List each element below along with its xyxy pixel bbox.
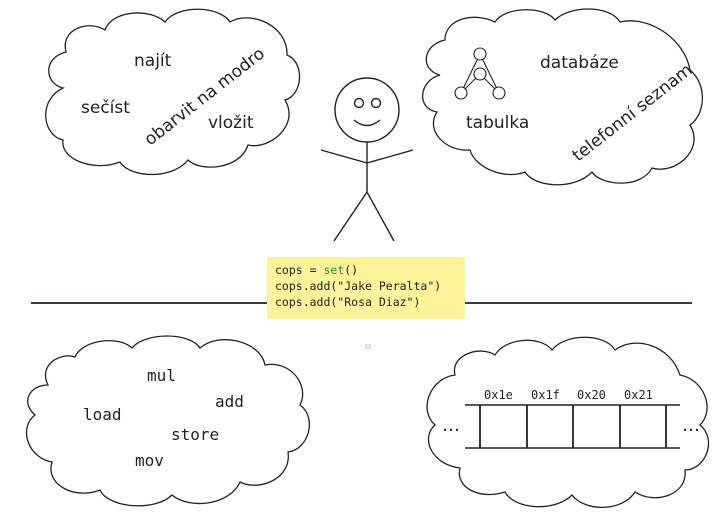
cloud-bottom-left-outline: [25, 335, 310, 507]
memory-strip: [465, 404, 680, 449]
cloud-word-add: add: [215, 392, 244, 411]
code-line-1-var: cops =: [275, 263, 324, 277]
cloud-top-right-outline: [421, 8, 703, 186]
cloud-word-mov: mov: [135, 451, 164, 470]
code-line-1: cops = set(): [275, 263, 358, 277]
cloud-word-load: load: [83, 405, 122, 424]
cloud-word-telefonni-seznam: telefonní seznam: [569, 60, 697, 166]
cloud-bottom-right-outline: [426, 336, 710, 509]
cloud-word-store: store: [171, 425, 219, 444]
cloud-word-databaze: databáze: [540, 53, 619, 73]
memory-address-0: 0x1e: [484, 388, 513, 402]
cloud-word-mul: mul: [147, 366, 176, 385]
cloud-word-najit: najít: [134, 51, 172, 71]
tree-icon: [454, 47, 506, 100]
cloud-word-vlozit: vložit: [208, 113, 254, 133]
memory-address-1: 0x1f: [531, 388, 560, 402]
cloud-top-left-outline: [45, 8, 301, 176]
cloud-word-tabulka: tabulka: [466, 113, 529, 133]
code-box: cops = set() cops.add("Jake Peralta") co…: [267, 257, 465, 319]
memory-address-2: 0x20: [577, 388, 606, 402]
memory-ellipsis-left: …: [442, 415, 460, 436]
small-mark: [365, 344, 371, 349]
memory-ellipsis-right: …: [682, 415, 700, 436]
code-line-1-fn: set: [323, 263, 345, 277]
code-line-1-end: (): [344, 263, 359, 277]
code-line-3: cops.add("Rosa Diaz"): [275, 295, 421, 309]
stick-figure: [320, 77, 414, 242]
cloud-word-secist: sečíst: [81, 98, 130, 118]
code-line-2: cops.add("Jake Peralta"): [275, 279, 442, 293]
memory-address-3: 0x21: [624, 388, 653, 402]
